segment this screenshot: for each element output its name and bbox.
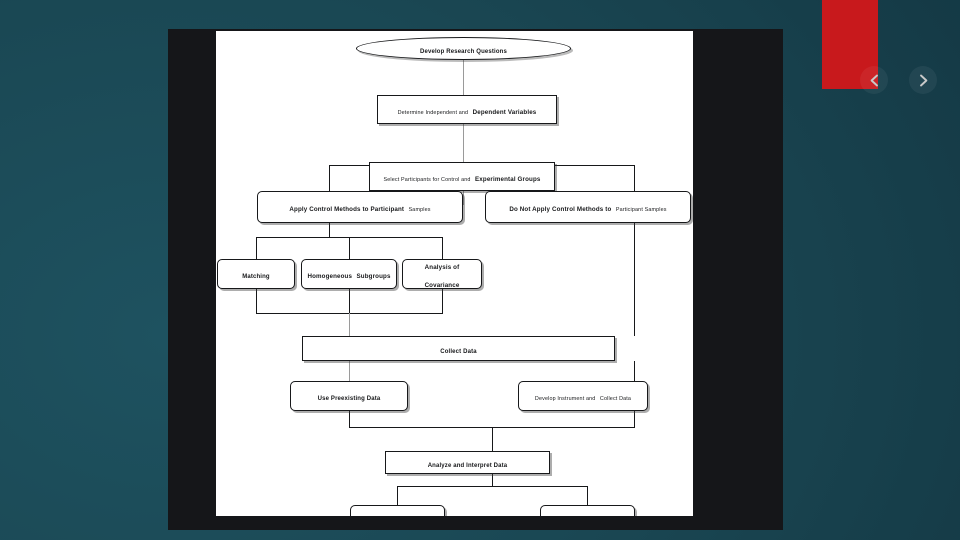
node-label-line: Experimental Groups	[475, 175, 541, 183]
chevron-right-icon	[919, 74, 927, 86]
node-label-line: Participant Samples	[615, 207, 667, 214]
node-determine-variables[interactable]: Determine Independent and Dependent Vari…	[377, 95, 557, 124]
node-label-line: Apply Control Methods to Participant	[289, 206, 405, 214]
node-use-preexisting-data[interactable]: Use Preexisting Data	[290, 381, 408, 411]
edge-n9-n10	[349, 361, 350, 381]
node-label-line: Matching	[242, 274, 270, 281]
edge-n9-n11	[634, 361, 635, 381]
flowchart-canvas: Develop Research Questions Determine Ind…	[216, 31, 693, 516]
node-label-line: Analysis of	[424, 264, 460, 272]
node-label-line: Dependent Variables	[472, 108, 537, 116]
next-slide-button[interactable]	[909, 66, 937, 94]
node-label-line: Develop Research Questions	[420, 48, 507, 55]
edge-n11-down	[634, 411, 635, 427]
node-matching[interactable]: Matching	[217, 259, 295, 289]
edge-n4-down	[329, 223, 330, 237]
edge-n4-n7	[349, 237, 350, 259]
edge-split-left-1	[329, 165, 330, 191]
edge-n3-split	[463, 191, 464, 205]
edge-n4-n6	[256, 237, 257, 259]
edge-n2-n3	[463, 124, 464, 162]
edge-merge-n12	[492, 427, 493, 451]
edge-n4-n8	[442, 237, 443, 259]
node-do-not-apply-control-methods[interactable]: Do Not Apply Control Methods to Particip…	[485, 191, 691, 223]
node-label-line: Samples	[408, 207, 431, 214]
node-apply-control-methods[interactable]: Apply Control Methods to Participant Sam…	[257, 191, 463, 223]
previous-slide-button[interactable]	[860, 66, 888, 94]
chevron-left-icon	[870, 74, 878, 86]
node-label-line: Use Preexisting Data	[317, 396, 381, 403]
edge-n12-n13	[397, 486, 398, 505]
edge-n1-n2	[463, 55, 464, 95]
node-label-line: Do Not Apply Control Methods to	[509, 206, 612, 214]
node-descriptive-statistics[interactable]: Descriptive Statistics	[540, 505, 635, 516]
edge-split-right-1	[634, 165, 635, 191]
edge-n5-n9	[634, 223, 635, 336]
node-homogeneous-subgroups[interactable]: Homogeneous Subgroups	[301, 259, 397, 289]
node-label-line: Homogeneous	[307, 273, 353, 281]
edge-merge-n9	[349, 313, 350, 336]
image-viewer-panel: Develop Research Questions Determine Ind…	[168, 29, 937, 530]
node-analysis-of-covariance[interactable]: Analysis of Covariance	[402, 259, 482, 289]
node-label-line: Subgroups	[356, 273, 391, 281]
node-inferential-statistics[interactable]: Inferential Statistics	[350, 505, 445, 516]
node-label-line: Determine Independent and	[397, 109, 469, 116]
edge-stats-bar	[397, 486, 587, 487]
edge-n7-down	[349, 289, 350, 313]
accent-bar	[822, 0, 878, 89]
edge-n12-down	[492, 474, 493, 486]
edge-n12-n14	[587, 486, 588, 505]
node-label-line: Develop Instrument and	[534, 396, 596, 403]
edge-n8-down	[442, 289, 443, 313]
node-select-participants[interactable]: Select Participants for Control and Expe…	[369, 162, 555, 191]
node-label-line: Select Participants for Control and	[383, 176, 471, 183]
node-collect-data[interactable]: Collect Data	[302, 336, 615, 361]
node-develop-instrument[interactable]: Develop Instrument and Collect Data	[518, 381, 648, 411]
node-label-line: Analyze and Interpret Data	[427, 462, 508, 469]
flowchart-image: Develop Research Questions Determine Ind…	[216, 31, 693, 516]
node-label-line: Collect Data	[440, 348, 477, 355]
edge-n6-down	[256, 289, 257, 313]
node-analyze-interpret-data[interactable]: Analyze and Interpret Data	[385, 451, 550, 474]
node-label-line: Collect Data	[599, 396, 632, 403]
node-develop-research-questions[interactable]: Develop Research Questions	[356, 37, 571, 60]
node-label-line: Covariance	[424, 282, 460, 289]
edge-n10-down	[349, 411, 350, 427]
